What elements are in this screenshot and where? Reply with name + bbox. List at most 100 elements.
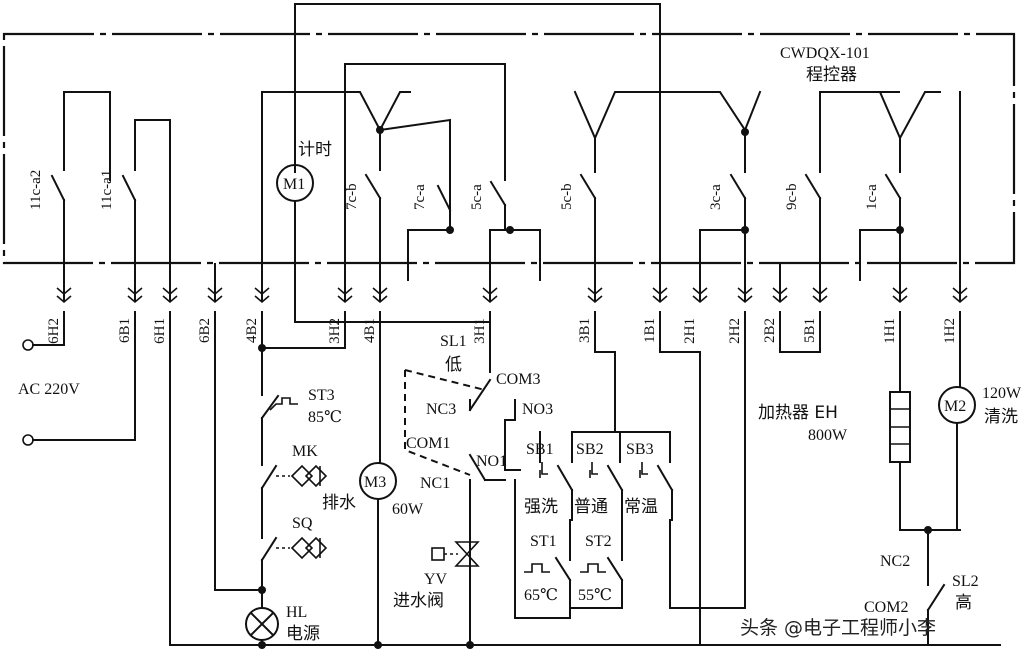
power-label: AC 220V — [18, 381, 80, 398]
terminal-2h2: 2H2 — [727, 263, 753, 344]
label-7c-b: 7c-b — [344, 183, 360, 210]
yv-label: 进水阀 — [393, 591, 444, 611]
sl1-com3: COM3 — [496, 371, 540, 388]
m3-id: M3 — [364, 474, 386, 491]
heater-eh: 加热器 EH 800W — [758, 311, 961, 531]
wire-sb3-out — [669, 519, 746, 609]
thermostat-st1: ST1 65℃ — [514, 479, 572, 619]
node-645b — [374, 641, 382, 649]
sl1-no3: NO3 — [522, 401, 553, 418]
label-1c-a: 1c-a — [864, 184, 880, 210]
sq-label: SQ — [292, 515, 313, 532]
switch-mk: MK 排水 — [260, 443, 356, 539]
buttons-top-bus — [571, 431, 671, 463]
hl-id: HL — [286, 604, 307, 621]
m3-power: 60W — [392, 501, 424, 518]
button-id: SB2 — [576, 441, 604, 458]
sl2-nc2: NC2 — [880, 553, 910, 570]
m2-power: 120W — [982, 385, 1022, 402]
terminal-label: 6H1 — [152, 318, 168, 344]
sl1-id: SL1 — [440, 333, 467, 350]
hl-label: 电源 — [286, 624, 320, 644]
thermostat-st3: ST3 85℃ — [260, 387, 342, 466]
st2-id: ST2 — [585, 533, 612, 550]
wire-2h1 — [659, 311, 701, 646]
terminal-label: 6H2 — [46, 318, 62, 344]
wire-3b1 — [594, 311, 616, 433]
m1-id: M1 — [283, 176, 305, 193]
terminal-2h1: 2H1 — [682, 263, 708, 344]
lamp-hl: HL 电源 — [245, 604, 320, 646]
terminal-4b2: 4B2 — [244, 263, 270, 343]
terminal-label: 4B2 — [244, 318, 260, 343]
button-sb2: SB2 普通 — [574, 441, 624, 521]
st1-id: ST1 — [530, 533, 557, 550]
terminal-6b1: 6B1 — [117, 263, 143, 343]
timer-motor-m1: M1 计时 — [276, 140, 491, 323]
drain-label: 排水 — [322, 493, 356, 513]
heater-power: 800W — [808, 427, 848, 444]
st1-temp: 65℃ — [524, 587, 558, 604]
contact-5c-b: 5c-b — [559, 137, 597, 301]
wire-7c-a-feed — [378, 118, 451, 211]
label-11c-a2: 11c-a2 — [28, 170, 44, 210]
m2-id: M2 — [944, 398, 966, 415]
node-590 — [258, 586, 266, 594]
button-id: SB1 — [526, 441, 554, 458]
program-buttons: SB1 强洗 SB2 普通 SB3 常温 — [524, 441, 674, 521]
power-terminal-2 — [22, 434, 34, 446]
controller-model: CWDQX-101 — [780, 45, 870, 62]
sl1-nc3: NC3 — [426, 401, 456, 418]
terminal-3h1: 3H1 — [472, 263, 498, 344]
terminal-label: 3B1 — [577, 318, 593, 343]
wash-motor-m2: M2 120W 清洗 — [938, 311, 1022, 531]
terminal-label: 6B2 — [197, 318, 213, 343]
button-label: 强洗 — [524, 497, 558, 517]
wire-top-7c — [261, 91, 411, 301]
wire-m1-loop — [294, 3, 661, 301]
st2-temp: 55℃ — [578, 587, 612, 604]
level-switch-sl2: NC2 SL2 高 COM2 — [864, 529, 979, 646]
wire-2b2-5b1-link — [779, 311, 821, 353]
contact-7c-a: 7c-a — [407, 184, 454, 281]
label-9c-b: 9c-b — [784, 183, 800, 210]
label-11c-a1: 11c-a1 — [99, 170, 115, 210]
contact-5c-a: 5c-a — [469, 180, 541, 301]
terminal-5b1: 5B1 — [802, 263, 828, 343]
button-label: 普通 — [574, 497, 608, 517]
label-3c-a: 3c-a — [708, 184, 724, 210]
button-id: SB3 — [626, 441, 654, 458]
m1-label: 计时 — [298, 140, 332, 160]
power-input: AC 220V — [18, 311, 136, 446]
terminal-label: 3H2 — [327, 318, 343, 344]
sl1-nc1: NC1 — [420, 475, 450, 492]
terminal-6h2: 6H2 — [46, 263, 72, 344]
st3-temp: 85℃ — [308, 409, 342, 426]
wire-5c-3c-top — [573, 90, 762, 141]
inlet-valve-yv: YV 进水阀 — [393, 541, 480, 611]
terminal-label: 1H1 — [882, 318, 898, 344]
sl1-com1: COM1 — [406, 435, 450, 452]
node-645c — [466, 641, 474, 649]
st3-id: ST3 — [308, 387, 335, 404]
button-sb1: SB1 强洗 — [524, 441, 574, 521]
controller-name: 程控器 — [806, 65, 857, 85]
terminal-label: 3H1 — [472, 318, 488, 344]
terminal-label: 2H2 — [727, 318, 743, 344]
terminal-1h2: 1H2 — [942, 263, 968, 344]
label-7c-a: 7c-a — [412, 184, 428, 210]
terminal-3b1: 3B1 — [577, 263, 603, 343]
sl1-no1: NO1 — [476, 453, 507, 470]
button-label: 常温 — [624, 497, 658, 517]
terminal-label: 6B1 — [117, 318, 133, 343]
power-terminal-1 — [22, 339, 34, 351]
terminal-label: 1H2 — [942, 318, 958, 344]
wire-5c-feed — [344, 63, 506, 301]
m2-label: 清洗 — [984, 407, 1018, 427]
label-5c-b: 5c-b — [559, 183, 575, 210]
wire-1c-top — [819, 91, 941, 141]
terminal-2b2: 2B2 — [762, 263, 788, 343]
terminal-1h1: 1H1 — [882, 263, 908, 344]
